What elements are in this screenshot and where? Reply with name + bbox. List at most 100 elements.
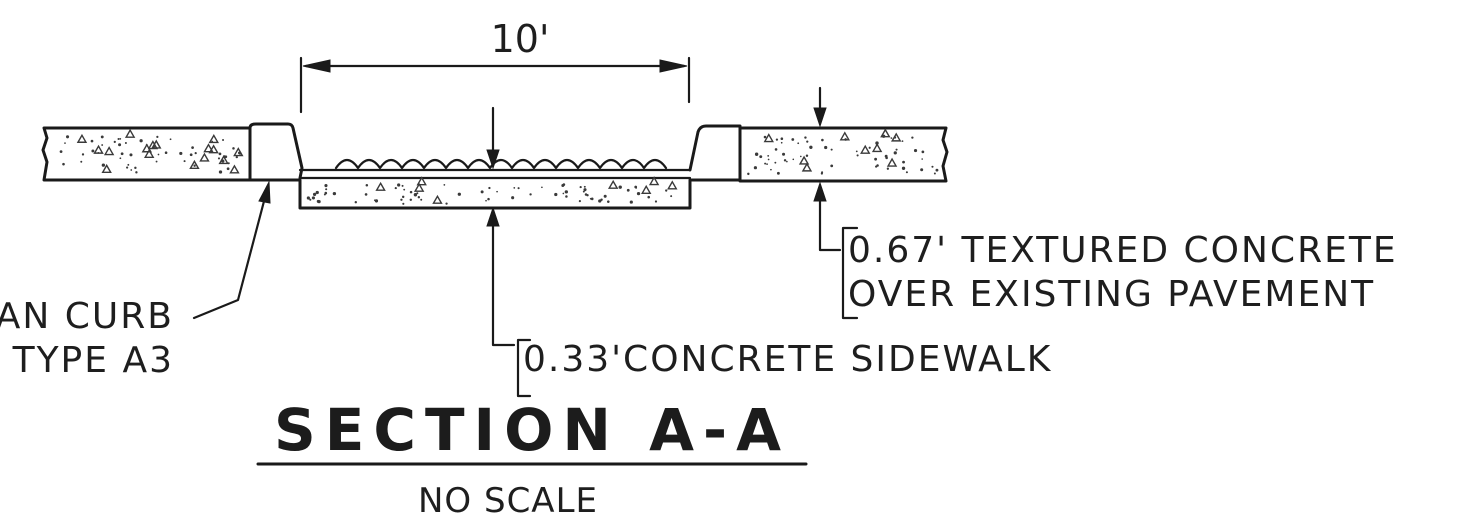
stipple-dot — [488, 186, 491, 190]
stipple-dot — [417, 196, 421, 199]
stipple-dot — [420, 198, 423, 201]
stipple-dot — [901, 166, 906, 170]
stipple-dot — [753, 166, 757, 170]
stipple-dot — [235, 155, 238, 159]
aggregate-mark — [218, 155, 229, 165]
stipple-dot — [124, 141, 127, 144]
stipple-dot — [401, 184, 404, 187]
stipple-dot — [91, 149, 95, 153]
aggregate-mark — [891, 132, 902, 142]
stipple-dot — [59, 150, 63, 154]
scale-note: NO SCALE — [418, 481, 598, 521]
stipple-dot — [118, 143, 122, 147]
stipple-dot — [324, 191, 328, 195]
stipple-dot — [485, 199, 487, 202]
stipple-dot — [397, 183, 401, 187]
stipple-dot — [809, 145, 813, 149]
stipple-dot — [194, 152, 197, 155]
aggregate-mark — [432, 194, 443, 204]
stipple-dot — [584, 193, 588, 196]
aggregate-mark — [143, 148, 155, 159]
stipple-dot — [373, 199, 376, 202]
stipple-dot — [226, 167, 230, 171]
stipple-dot — [130, 169, 133, 171]
stipple-dot — [913, 148, 918, 153]
aggregate-mark — [667, 180, 678, 190]
stipple-dot — [409, 198, 413, 202]
stipple-dot — [354, 201, 357, 204]
stipple-dot — [590, 197, 594, 201]
stipple-dot — [876, 164, 879, 167]
stipple-dot — [156, 135, 159, 139]
aggregate-mark — [189, 159, 200, 170]
stipple-dot — [64, 142, 66, 144]
aggregate-mark — [648, 176, 660, 186]
stipple-dot — [119, 138, 122, 140]
stipple-dot — [183, 160, 186, 163]
stipple-dot — [895, 148, 898, 151]
stipple-dot — [81, 153, 85, 156]
stipple-dot — [152, 145, 156, 148]
stipple-dot — [315, 190, 319, 195]
stipple-dot — [893, 136, 897, 139]
stipple-dot — [403, 188, 406, 191]
stipple-dot — [636, 191, 641, 196]
right-pavement-slab — [738, 126, 949, 183]
aggregate-mark — [640, 184, 652, 194]
stipple-dot — [654, 200, 658, 203]
stipple-dot — [400, 198, 403, 201]
stipple-dot — [120, 152, 124, 156]
stipple-dot — [317, 199, 321, 204]
stipple-dot — [179, 151, 183, 156]
stipple-dot — [62, 162, 65, 166]
stipple-dot — [413, 193, 418, 197]
stipple-dot — [562, 192, 565, 195]
stipple-dot — [117, 138, 120, 141]
stipple-dot — [164, 151, 168, 154]
stipple-dot — [783, 159, 787, 162]
stipple-dot — [764, 162, 767, 165]
stipple-dot — [886, 167, 890, 170]
stipple-dot — [875, 141, 879, 145]
stipple-dot — [799, 155, 802, 158]
stipple-dot — [855, 150, 858, 153]
stipple-dot — [565, 195, 568, 198]
stipple-dot — [443, 183, 446, 186]
left-pavement-slab — [41, 126, 252, 182]
stipple-dot — [618, 185, 622, 189]
stipple-dot — [457, 192, 461, 196]
sidewalk-thickness-arrows — [486, 106, 516, 347]
stipple-dot — [157, 153, 160, 156]
aggregate-mark — [763, 133, 774, 143]
stipple-dot — [935, 168, 939, 172]
stipple-dot — [901, 140, 904, 142]
stipple-dot — [607, 200, 610, 203]
stipple-dot — [311, 196, 315, 200]
stipple-dot — [325, 188, 328, 191]
stipple-dot — [189, 153, 193, 157]
stipple-dot — [775, 138, 779, 141]
stipple-dot — [767, 158, 770, 161]
stipple-dot — [792, 158, 795, 161]
right-curb — [688, 124, 742, 182]
aggregate-mark — [124, 128, 136, 138]
stipple-dot — [496, 190, 498, 193]
stipple-dot — [416, 192, 419, 195]
stipple-dot — [893, 151, 897, 155]
stipple-dot — [332, 191, 337, 196]
stipple-dot — [113, 140, 116, 143]
sidewalk-callout: 0.33'CONCRETE SIDEWALK — [523, 339, 1052, 380]
stipple-dot — [665, 189, 668, 192]
textured-surface — [334, 158, 668, 170]
aggregate-mark — [76, 133, 88, 143]
width-dimension-label: 10' — [491, 17, 550, 61]
aggregate-mark — [101, 163, 112, 174]
stipple-dot — [583, 185, 586, 188]
aggregate-mark — [880, 128, 891, 138]
aggregate-mark — [208, 133, 220, 144]
aggregate-mark — [798, 155, 810, 165]
stipple-dot — [921, 158, 923, 160]
stipple-dot — [747, 172, 750, 176]
stipple-dot — [791, 138, 795, 141]
stipple-dot — [139, 139, 143, 143]
